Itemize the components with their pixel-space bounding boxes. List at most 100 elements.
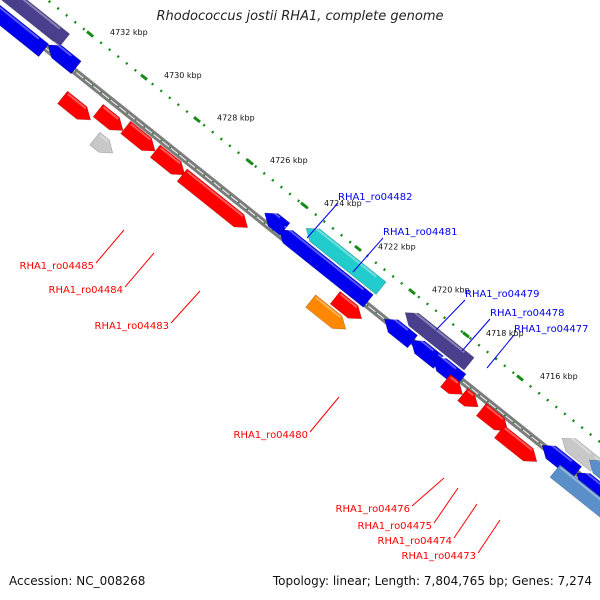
gene-arrow-highlight bbox=[409, 308, 465, 354]
scale-tick-label: 4718 kbp bbox=[486, 329, 524, 338]
gene-arrow-highlight bbox=[99, 134, 109, 143]
gene-arrow[interactable] bbox=[541, 444, 583, 480]
gene-arrow-highlight bbox=[52, 40, 72, 57]
gene-label[interactable]: RHA1_ro04476 bbox=[336, 504, 411, 515]
gene-arrow[interactable] bbox=[176, 168, 249, 228]
gene-arrow[interactable] bbox=[0, 0, 50, 58]
gene-arrow-highlight bbox=[467, 390, 474, 397]
scale-tick bbox=[246, 158, 254, 166]
genome-summary-text: Topology: linear; Length: 7,804,765 bp; … bbox=[272, 574, 592, 588]
gene-label-leader bbox=[435, 299, 466, 331]
gene-arrow-highlight bbox=[437, 353, 457, 370]
gene-arrow[interactable] bbox=[47, 44, 82, 75]
gene-arrow-highlight bbox=[159, 146, 181, 165]
scale-tick-label: 4726 kbp bbox=[270, 156, 308, 165]
gene-label[interactable]: RHA1_ro04473 bbox=[402, 551, 477, 562]
gene-arrow-highlight bbox=[546, 441, 573, 463]
gene-arrow[interactable] bbox=[120, 120, 156, 152]
gene-arrow-highlight bbox=[67, 93, 87, 110]
scale-tick bbox=[354, 244, 362, 252]
scale-dot-line bbox=[45, 0, 600, 444]
scale-tick bbox=[300, 201, 308, 209]
gene-label-leader bbox=[486, 334, 515, 369]
scale-dot-line bbox=[0, 10, 600, 494]
gene-arrow[interactable] bbox=[589, 459, 600, 503]
scale-tick bbox=[462, 331, 470, 339]
gene-label[interactable]: RHA1_ro04481 bbox=[383, 227, 458, 238]
gene-arrow-highlight bbox=[315, 296, 342, 319]
gene-arrow[interactable] bbox=[432, 357, 467, 388]
gene-arrow[interactable] bbox=[439, 373, 463, 395]
gene-arrow-highlight bbox=[339, 293, 358, 309]
scale-tick-label: 4716 kbp bbox=[540, 372, 578, 381]
gene-label[interactable]: RHA1_ro04483 bbox=[95, 321, 170, 332]
gene-label[interactable]: RHA1_ro04477 bbox=[514, 324, 589, 335]
gene-arrow[interactable] bbox=[89, 131, 114, 154]
gene-arrow-highlight bbox=[283, 225, 365, 291]
gene-arrow-highlight bbox=[566, 433, 592, 455]
gene-arrow[interactable] bbox=[92, 103, 124, 131]
gene-label[interactable]: RHA1_ro04484 bbox=[49, 285, 124, 296]
gene-label-leader bbox=[453, 503, 478, 539]
scale-tick bbox=[193, 116, 201, 124]
gene-label-leader bbox=[95, 229, 125, 264]
scale-tick-label: 4724 kbp bbox=[324, 199, 362, 208]
gene-label[interactable]: RHA1_ro04482 bbox=[338, 192, 413, 203]
gene-label-leader bbox=[411, 477, 445, 507]
gene-label-leader bbox=[352, 237, 384, 273]
gene-arrow-highlight bbox=[486, 405, 504, 420]
scale-dots bbox=[0, 0, 600, 494]
gene-label[interactable]: RHA1_ro04475 bbox=[358, 521, 433, 532]
gene-arrow-highlight bbox=[310, 224, 377, 278]
gene-arrow[interactable] bbox=[329, 290, 363, 320]
gene-label-leader bbox=[124, 252, 155, 288]
gene-arrow[interactable] bbox=[149, 144, 186, 176]
gene-arrow-highlight bbox=[450, 376, 459, 384]
gene-arrow-highlight bbox=[269, 208, 281, 219]
gene-arrow[interactable] bbox=[404, 312, 475, 371]
gene-arrow[interactable] bbox=[549, 464, 600, 520]
gene-label-leader bbox=[477, 519, 501, 554]
gene-arrow-highlight bbox=[130, 123, 152, 141]
scale-tick-label: 4732 kbp bbox=[110, 28, 148, 37]
gene-arrow-highlight bbox=[559, 466, 600, 501]
gene-label[interactable]: RHA1_ro04478 bbox=[490, 308, 565, 319]
scale-tick bbox=[140, 73, 148, 81]
scale-tick bbox=[86, 30, 94, 38]
gene-label-leader bbox=[170, 290, 201, 324]
gene-arrow-highlight bbox=[415, 336, 435, 352]
gene-arrow-highlight bbox=[22, 0, 61, 30]
gene-arrow-highlight bbox=[389, 314, 409, 331]
scale-tick-label: 4720 kbp bbox=[432, 286, 470, 295]
gene-label[interactable]: RHA1_ro04485 bbox=[20, 261, 95, 272]
scale-tick-label: 4730 kbp bbox=[164, 71, 202, 80]
gene-arrow[interactable] bbox=[305, 227, 387, 295]
gene-label[interactable]: RHA1_ro04474 bbox=[378, 536, 453, 547]
scale-tick bbox=[516, 374, 524, 382]
gene-label[interactable]: RHA1_ro04480 bbox=[234, 430, 309, 441]
gene-arrow[interactable] bbox=[278, 229, 374, 308]
accession-text: Accession: NC_008268 bbox=[9, 574, 146, 588]
gene-arrow[interactable] bbox=[0, 0, 71, 47]
gene-arrow[interactable] bbox=[493, 424, 538, 462]
map-title: Rhodococcus jostii RHA1, complete genome bbox=[156, 9, 444, 24]
gene-label-leader bbox=[309, 396, 340, 433]
gene-labels: RHA1_ro04482RHA1_ro04481RHA1_ro04479RHA1… bbox=[20, 192, 589, 562]
gene-arrow-highlight bbox=[186, 170, 244, 217]
gene-arrow-highlight bbox=[102, 106, 119, 120]
gene-arrow[interactable] bbox=[305, 294, 347, 330]
gene-label[interactable]: RHA1_ro04479 bbox=[465, 289, 540, 300]
gene-arrow[interactable] bbox=[57, 90, 91, 121]
gene-features bbox=[0, 0, 600, 520]
gene-arrow-highlight bbox=[0, 6, 40, 40]
gene-arrow-highlight bbox=[504, 427, 533, 451]
gene-arrow-highlight bbox=[581, 468, 600, 486]
scale-tick bbox=[408, 288, 416, 296]
gene-arrow[interactable] bbox=[264, 212, 291, 236]
gene-label-leader bbox=[433, 487, 459, 524]
gene-label-leader bbox=[306, 202, 339, 239]
gene-arrow[interactable] bbox=[457, 387, 479, 408]
